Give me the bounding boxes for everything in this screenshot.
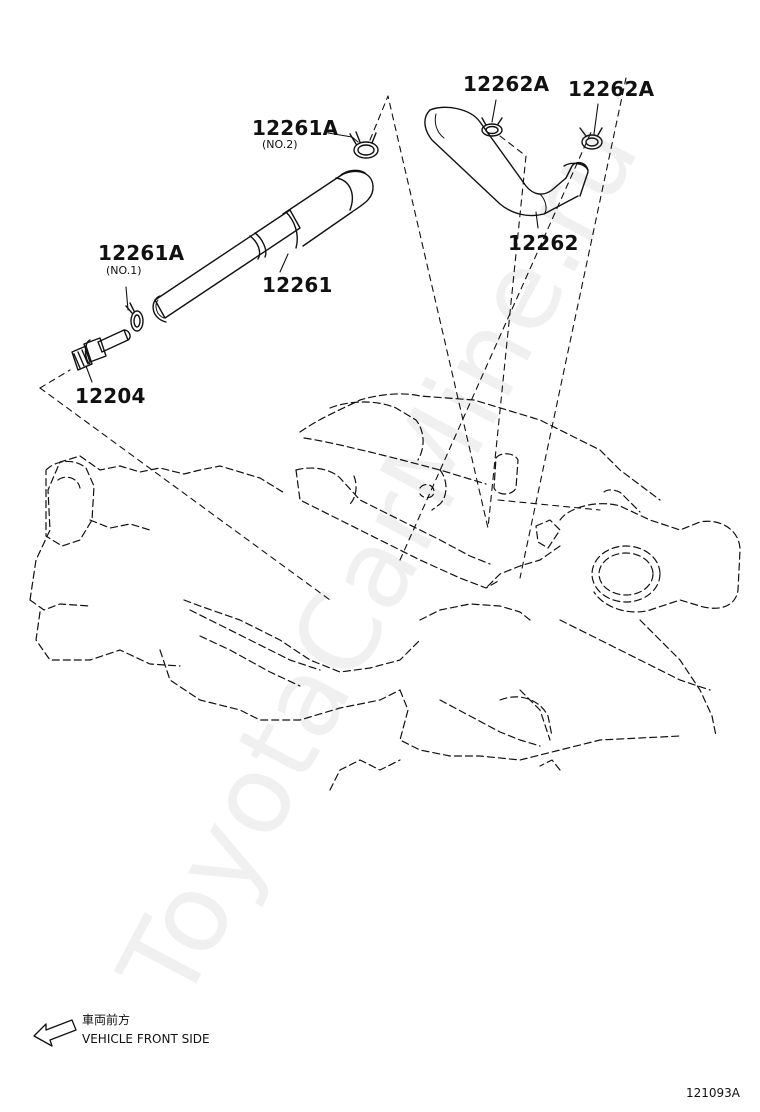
clip-12261A-no2[interactable]	[349, 131, 379, 159]
vehicle-front-jp: 車両前方	[82, 1013, 131, 1027]
label-12262A-right[interactable]: 12262A	[568, 77, 655, 101]
clip-12262A-left[interactable]	[481, 117, 503, 137]
label-12261A-no2[interactable]: 12261A	[252, 116, 339, 140]
hose-12261[interactable]	[152, 169, 374, 323]
diagram-code: 121093A	[686, 1086, 741, 1100]
label-12261A-no2-sub: (NO.2)	[262, 138, 298, 151]
label-12261[interactable]: 12261	[262, 273, 333, 297]
hose-12262[interactable]	[424, 106, 589, 217]
label-12262[interactable]: 12262	[508, 231, 579, 255]
vehicle-front-en: VEHICLE FRONT SIDE	[82, 1032, 210, 1046]
label-12261A-no1-sub: (NO.1)	[106, 264, 142, 277]
label-12262A-left[interactable]: 12262A	[463, 72, 550, 96]
leader-lines	[85, 99, 599, 383]
pcv-valve-12204[interactable]	[71, 329, 131, 371]
clip-12261A-no1[interactable]	[125, 302, 144, 332]
label-12261A-no1[interactable]: 12261A	[98, 241, 185, 265]
clip-12262A-right[interactable]	[579, 127, 603, 150]
label-12204[interactable]: 12204	[75, 384, 146, 408]
dashed-reference-lines	[39, 77, 627, 601]
vehicle-front-arrow-icon	[33, 1019, 77, 1047]
engine-outline	[29, 393, 741, 791]
